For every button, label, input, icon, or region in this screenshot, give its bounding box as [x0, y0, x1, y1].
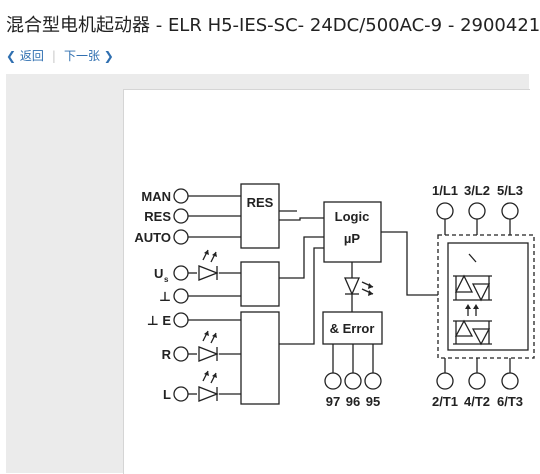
input-led-r-icon [198, 330, 219, 362]
error-relay-block [322, 311, 383, 345]
input-led-us-icon [198, 249, 219, 281]
line-terminal-label-l1: 1/L1 [432, 183, 458, 198]
relay-terminal-95 [364, 372, 382, 390]
input-wires [188, 195, 241, 395]
image-navigation: ❮ 返回 | 下一张 ❯ [6, 48, 114, 64]
circuit-diagram-image: MAN RES AUTO U s ⊥ ⊥ E R L [123, 89, 535, 474]
input-label-man: MAN [141, 189, 171, 204]
load-terminal-label-t1: 2/T1 [432, 394, 458, 409]
back-link-label: 返回 [19, 49, 44, 63]
line-terminal-l1 [436, 202, 454, 220]
line-terminal-label-l2: 3/L2 [464, 183, 490, 198]
relay-pin-label-96: 96 [346, 394, 360, 409]
terminal-l [173, 386, 189, 402]
nav-separator: | [51, 49, 56, 63]
next-link[interactable]: 下一张 ❯ [64, 49, 114, 63]
optical-trigger-icon [465, 304, 479, 316]
input-label-ground-e: ⊥ E [147, 313, 171, 328]
line-terminal-wires [444, 219, 511, 235]
relay-pin-label-97: 97 [326, 394, 340, 409]
direction-input-block [240, 311, 280, 405]
input-led-l-icon [198, 370, 219, 402]
input-terminals [173, 188, 189, 402]
input-label-ground: ⊥ [159, 289, 171, 304]
control-wire [381, 231, 438, 296]
chevron-right-icon: ❯ [103, 49, 114, 63]
load-terminal-label-t3: 6/T3 [497, 394, 523, 409]
thyristor-upper-icon [453, 274, 492, 302]
page-title: 混合型电机起动器 - ELR H5-IES-SC- 24DC/500AC-9 -… [6, 15, 540, 36]
res-input-block [240, 183, 280, 249]
relay-terminal-96 [344, 372, 362, 390]
load-terminal-t3 [501, 372, 519, 390]
relay-terminal-97 [324, 372, 342, 390]
status-led-icon [344, 277, 374, 296]
load-terminal-t2 [468, 372, 486, 390]
terminal-ground [173, 288, 189, 304]
block-diagram: MAN RES AUTO U s ⊥ ⊥ E R L [134, 183, 535, 409]
load-terminal-t1 [436, 372, 454, 390]
back-link[interactable]: ❮ 返回 [6, 49, 44, 63]
load-terminal-wires [444, 358, 511, 373]
next-link-label: 下一张 [63, 49, 100, 63]
input-label-l: L [163, 387, 171, 402]
thyristor-lower-icon [453, 319, 492, 346]
input-label-r: R [162, 347, 172, 362]
logic-bus-wires [279, 210, 324, 345]
input-label-auto: AUTO [134, 230, 171, 245]
terminal-ground-e [173, 312, 189, 328]
relay-wires [332, 344, 374, 373]
error-block-label: & Error [330, 321, 375, 336]
relay-pin-label-95: 95 [366, 394, 380, 409]
line-terminal-l2 [468, 202, 486, 220]
supply-input-block [240, 261, 280, 307]
input-label-res: RES [144, 209, 171, 224]
line-terminal-label-l3: 5/L3 [497, 183, 523, 198]
line-terminal-l3 [501, 202, 519, 220]
terminal-auto [173, 229, 189, 245]
logic-block-label: Logic [335, 209, 370, 224]
terminal-r [173, 346, 189, 362]
terminal-res [173, 208, 189, 224]
terminal-us [173, 265, 189, 281]
input-label-us: U [154, 266, 163, 281]
chevron-left-icon: ❮ [6, 49, 17, 63]
input-label-us-subscript: s [164, 275, 169, 284]
load-terminal-label-t2: 4/T2 [464, 394, 490, 409]
switch-symbol-icon [468, 253, 477, 263]
res-block-label: RES [247, 195, 274, 210]
microprocessor-label: µP [344, 231, 360, 246]
terminal-man [173, 188, 189, 204]
